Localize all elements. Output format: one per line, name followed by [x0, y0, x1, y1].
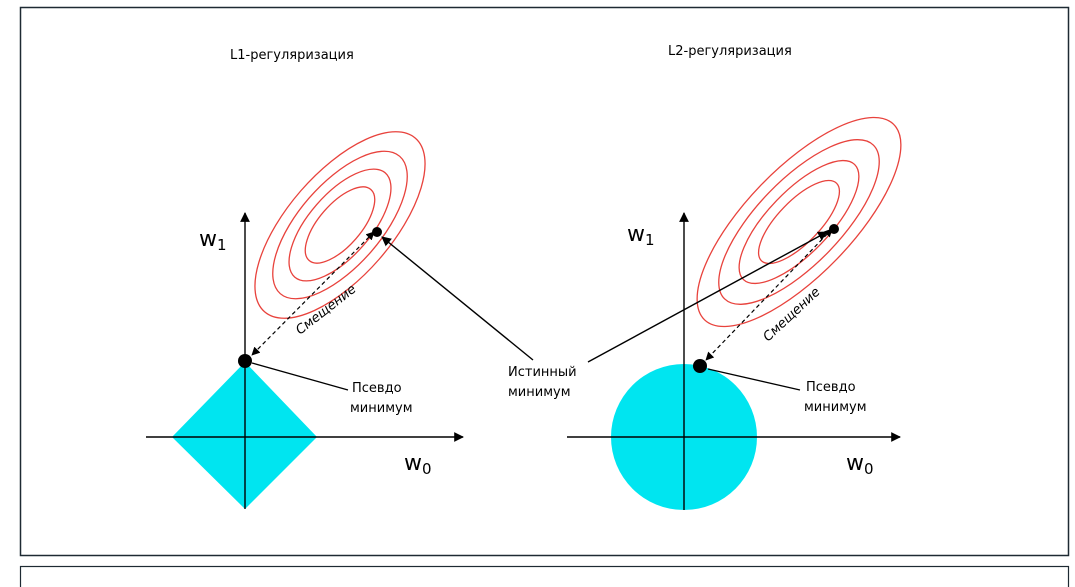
l2-title: L2-регуляризация — [668, 44, 792, 59]
l2-y-axis-label: w1 — [627, 222, 655, 249]
true-min-pointer-left — [381, 236, 534, 361]
l2-pseudo-min-label-2: минимум — [804, 400, 867, 415]
l1-y-axis-label: w1 — [199, 227, 227, 254]
l1-pseudo-min-label-1: Псевдо — [352, 381, 402, 396]
lower-frame — [19, 565, 1070, 587]
l1-pseudo-minimum-point — [238, 354, 252, 368]
l2-offset-arrow — [705, 228, 833, 361]
l2-pseudo-min-pointer — [707, 368, 801, 391]
l1-title: L1-регуляризация — [230, 48, 354, 63]
true-minimum-callout: Истинный минимум — [381, 231, 828, 400]
l2-x-axis-label: w0 — [846, 451, 874, 478]
l1-true-minimum-point — [372, 227, 382, 237]
true-min-label-1: Истинный — [508, 365, 577, 380]
l1-x-axis-label: w0 — [404, 451, 432, 478]
l1-pseudo-min-pointer — [251, 362, 349, 391]
l2-true-minimum-point — [829, 224, 839, 234]
l1-pseudo-min-label-2: минимум — [350, 401, 413, 416]
l2-pseudo-min-label-1: Псевдо — [806, 380, 856, 395]
l2-contour-1 — [696, 116, 902, 328]
main-frame — [19, 6, 1070, 557]
l1-offset-arrow — [251, 231, 375, 356]
true-min-label-2: минимум — [508, 385, 571, 400]
l2-pseudo-minimum-point — [693, 359, 707, 373]
true-min-pointer-right — [587, 231, 828, 363]
